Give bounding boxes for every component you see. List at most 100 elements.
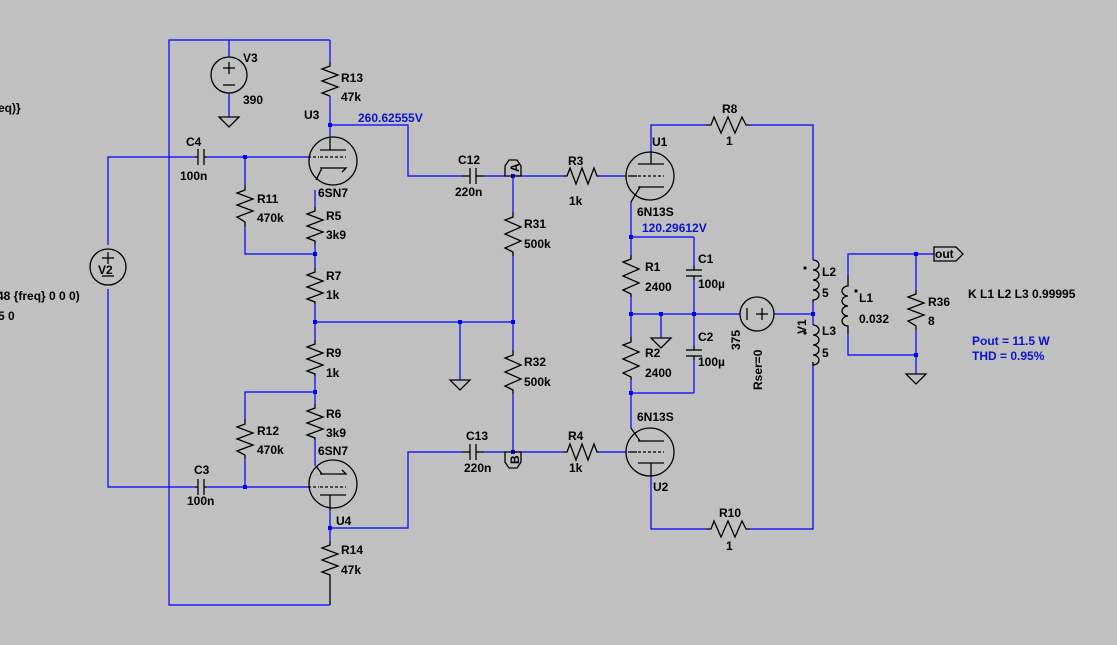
label-r9-name: R9 bbox=[326, 346, 342, 360]
label-c2-value: 100µ bbox=[698, 355, 725, 369]
label-r10-value: 1 bbox=[726, 539, 733, 553]
resistor-r14[interactable] bbox=[320, 541, 340, 605]
resistor-r6[interactable] bbox=[305, 404, 325, 440]
label-r6-value: 3k9 bbox=[326, 426, 346, 440]
spice-directives[interactable]: eq)} 48 {freq} 0 0 0) 5 0 K L1 L2 L3 0.9… bbox=[0, 101, 1076, 363]
polarity-dot bbox=[803, 331, 807, 335]
resistor-r12[interactable] bbox=[235, 419, 255, 459]
label-r12-value: 470k bbox=[257, 443, 284, 457]
label-c13-value: 220n bbox=[464, 461, 491, 475]
ground-icon bbox=[649, 337, 673, 349]
label-v1-value: 375 bbox=[729, 330, 743, 350]
label-l3-name: L3 bbox=[822, 324, 836, 338]
resistor-r1[interactable] bbox=[621, 255, 641, 297]
label-c12-name: C12 bbox=[458, 153, 480, 167]
label-r8-value: 1 bbox=[726, 134, 733, 148]
label-u3-name: U3 bbox=[304, 108, 320, 122]
label-r13-name: R13 bbox=[341, 71, 363, 85]
ground-icon bbox=[904, 373, 928, 385]
directive-left-3: 5 0 bbox=[0, 309, 15, 323]
inductor-l3[interactable] bbox=[812, 324, 820, 366]
voltage-cathode: 120.29612V bbox=[642, 221, 707, 235]
label-r7-value: 1k bbox=[326, 288, 340, 302]
resistor-r8[interactable] bbox=[706, 115, 750, 135]
label-r8-name: R8 bbox=[722, 102, 738, 116]
resistor-r4[interactable] bbox=[563, 442, 599, 462]
label-l3-value: 5 bbox=[822, 346, 829, 360]
svg-text:out: out bbox=[935, 247, 954, 261]
triode-u3[interactable] bbox=[308, 136, 358, 186]
v3-source[interactable] bbox=[210, 56, 248, 94]
triode-u2[interactable] bbox=[625, 427, 675, 477]
resistor-r2[interactable] bbox=[621, 337, 641, 380]
wires bbox=[107, 39, 934, 606]
ground-icon bbox=[217, 116, 241, 128]
label-r13-value: 47k bbox=[341, 90, 361, 104]
label-c1-value: 100µ bbox=[698, 277, 725, 291]
net-flag-a[interactable]: A bbox=[504, 159, 522, 177]
label-v1-name: V1 bbox=[795, 319, 809, 334]
resistor-r13[interactable] bbox=[320, 62, 340, 97]
net-flag-out[interactable]: out bbox=[933, 246, 964, 262]
resistor-r32[interactable] bbox=[503, 350, 523, 394]
label-c13-name: C13 bbox=[466, 429, 488, 443]
label-r3-name: R3 bbox=[568, 154, 584, 168]
capacitor-c2[interactable] bbox=[686, 346, 702, 360]
label-r31-value: 500k bbox=[524, 237, 551, 251]
inductor-l2[interactable] bbox=[812, 259, 820, 302]
resistor-r36[interactable] bbox=[906, 290, 926, 330]
label-r2-value: 2400 bbox=[645, 366, 672, 380]
label-u1-value: 6N13S bbox=[637, 205, 674, 219]
triode-u4[interactable] bbox=[308, 459, 358, 510]
label-l2-name: L2 bbox=[822, 265, 836, 279]
label-r10-name: R10 bbox=[719, 506, 741, 520]
label-r32-value: 500k bbox=[524, 375, 551, 389]
svg-text:A: A bbox=[508, 163, 522, 172]
label-r3-value: 1k bbox=[569, 194, 583, 208]
capacitor-c4[interactable] bbox=[195, 149, 207, 165]
label-c2-name: C2 bbox=[698, 330, 714, 344]
label-u4-value: 6SN7 bbox=[318, 444, 348, 458]
directive-left-2: 48 {freq} 0 0 0) bbox=[0, 289, 80, 303]
resistor-r10[interactable] bbox=[706, 519, 750, 539]
label-v3-name: V3 bbox=[243, 51, 258, 65]
capacitor-c12[interactable] bbox=[462, 168, 484, 184]
label-r2-name: R2 bbox=[645, 346, 661, 360]
resistor-r11[interactable] bbox=[235, 185, 255, 227]
label-r7-name: R7 bbox=[326, 269, 342, 283]
label-v3-value: 390 bbox=[243, 93, 263, 107]
resistor-r3[interactable] bbox=[563, 166, 599, 186]
capacitor-c3[interactable] bbox=[195, 479, 207, 495]
label-u2-value: 6N13S bbox=[637, 410, 674, 424]
v2-source[interactable] bbox=[89, 248, 127, 286]
label-r36-value: 8 bbox=[928, 314, 935, 328]
resistor-r31[interactable] bbox=[503, 212, 523, 256]
label-r14-value: 47k bbox=[341, 563, 361, 577]
label-u4-name: U4 bbox=[336, 514, 352, 528]
net-flag-b[interactable]: B bbox=[504, 451, 522, 469]
label-c3-name: C3 bbox=[194, 463, 210, 477]
polarity-dot bbox=[803, 266, 807, 270]
label-u1-name: U1 bbox=[652, 135, 668, 149]
label-r9-value: 1k bbox=[326, 366, 340, 380]
capacitor-c13[interactable] bbox=[462, 444, 484, 460]
label-r1-value: 2400 bbox=[645, 280, 672, 294]
capacitor-c1[interactable] bbox=[686, 266, 702, 280]
thd-annotation: THD = 0.95% bbox=[972, 349, 1045, 363]
label-u3-value: 6SN7 bbox=[318, 186, 348, 200]
label-r32-name: R32 bbox=[524, 355, 546, 369]
resistor-r9[interactable] bbox=[305, 340, 325, 376]
label-u2-name: U2 bbox=[653, 480, 669, 494]
v1-source[interactable] bbox=[739, 296, 775, 332]
resistor-r5[interactable] bbox=[305, 207, 325, 244]
component-labels: V3 390 V2 R13 47k R14 47k R11 470k R12 4… bbox=[98, 51, 950, 577]
triode-u1[interactable] bbox=[625, 151, 675, 203]
resistor-r7[interactable] bbox=[305, 268, 325, 304]
label-r12-name: R12 bbox=[257, 424, 279, 438]
label-l1-value: 0.032 bbox=[859, 312, 889, 326]
inductor-l1[interactable] bbox=[841, 275, 849, 334]
label-r1-name: R1 bbox=[645, 260, 661, 274]
label-r5-value: 3k9 bbox=[326, 228, 346, 242]
ground-icon bbox=[448, 379, 472, 391]
